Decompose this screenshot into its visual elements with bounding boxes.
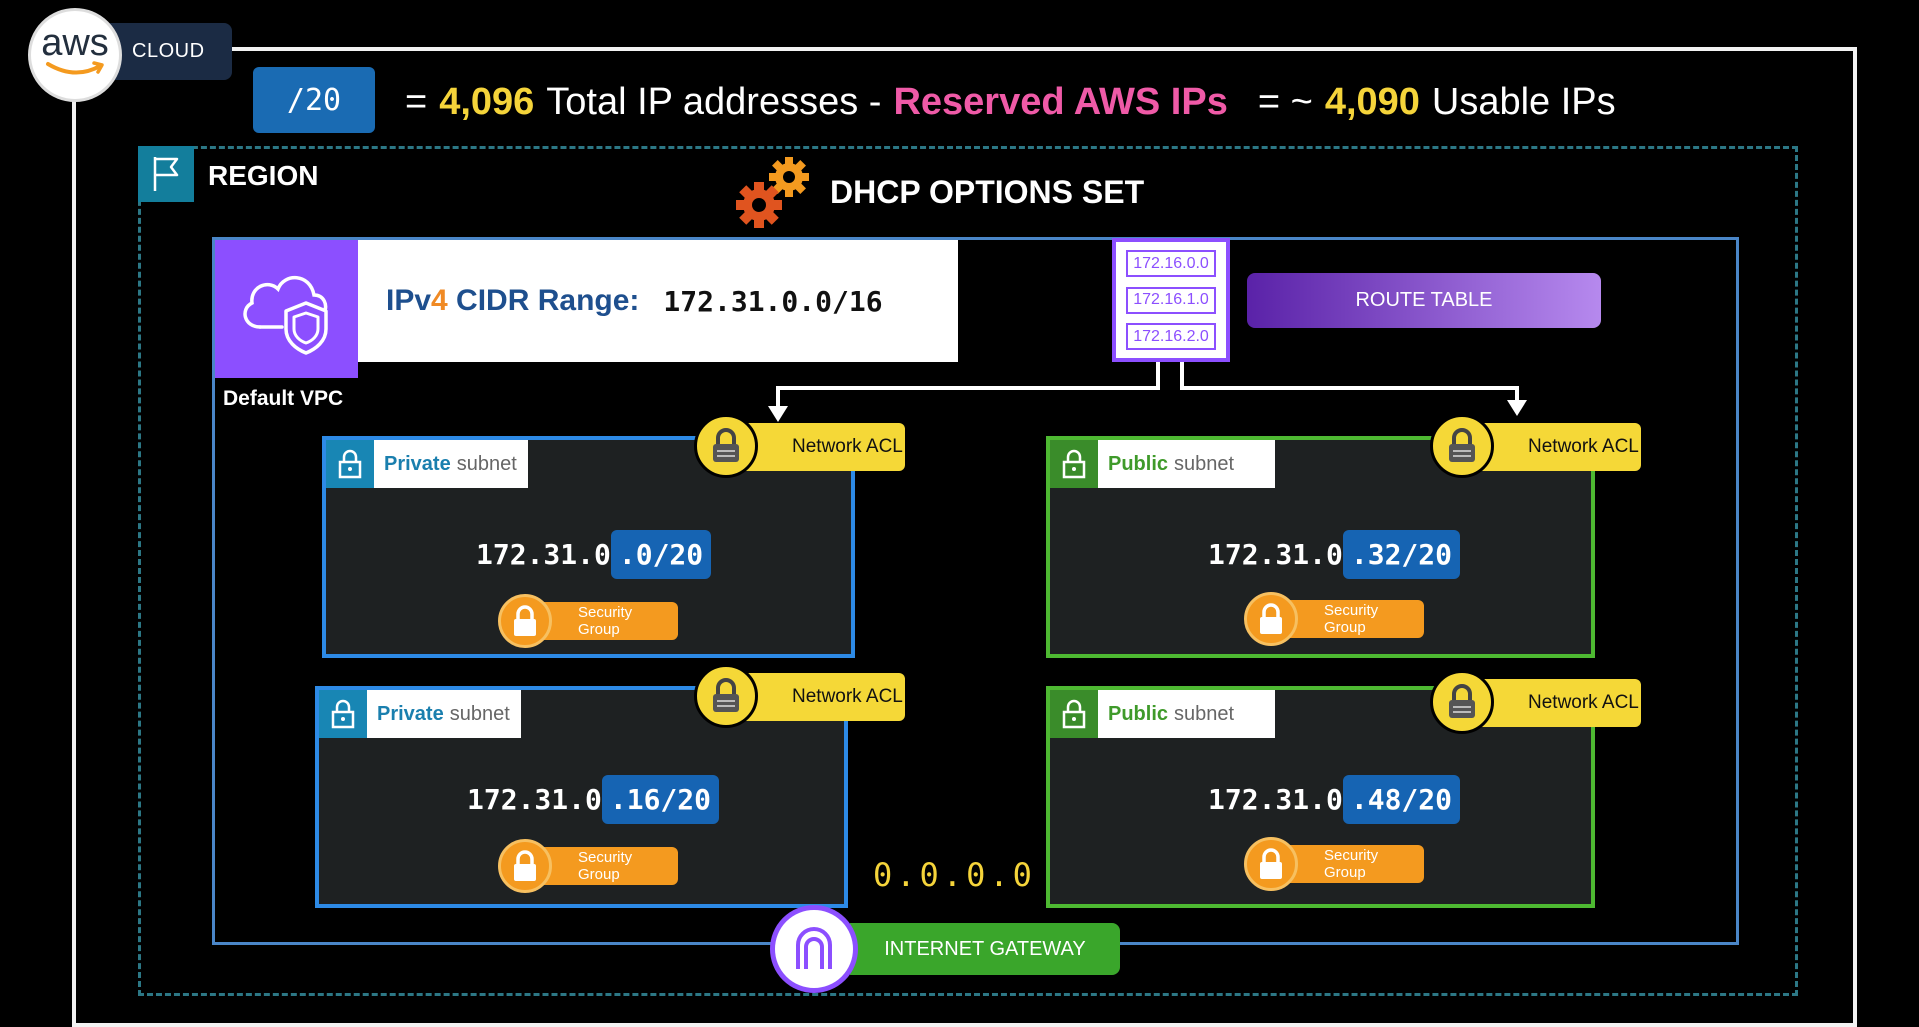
subnet-word: subnet [456,452,517,475]
subnet-tab: Private subnet [319,690,521,738]
public-subnet-1: Public subnet [1046,436,1595,658]
usable-ip-label: Usable IPs [1431,80,1616,123]
cidr-label-suffix: CIDR Range: [447,284,640,317]
security-group-label: Security Group [578,849,633,883]
subnet-word: subnet [1174,452,1235,475]
total-ip-label: Total IP addresses - [546,80,882,123]
lock-icon [319,690,367,738]
subnet-mask-badge: /20 [253,67,375,133]
region-container [138,146,1798,996]
route-arrows [768,362,1527,422]
network-acl-label: Network ACL [792,686,903,707]
security-group-label: Security Group [578,604,633,638]
padlock-icon [498,839,552,893]
ip-host-part: .16/20 [601,775,720,824]
cidr-label-prefix: IPv [386,284,432,317]
subnet-tab: Private subnet [326,440,528,488]
security-group-label: Security Group [1324,847,1379,881]
region-label: REGION [208,160,319,191]
cidr-label: IPv4 CIDR Range: [386,284,639,318]
subnet-type: Public [1108,452,1169,475]
subnet-cidr: 172.31.0.16/20 [467,775,720,824]
default-route-label: 0.0.0.0 [873,856,1036,894]
ip-host-part: .48/20 [1342,775,1461,824]
usable-ip-count: 4,090 [1324,80,1420,123]
equation-equals: = [405,80,428,123]
padlock-icon [1244,592,1298,646]
route-row: 172.16.2.0 [1126,323,1216,350]
ip-network-part: 172.31.0 [476,538,611,571]
aws-logo-text: aws [41,22,109,64]
subnet-tab: Public subnet [1050,440,1275,488]
aws-logo: aws [28,8,122,102]
network-acl-label: Network ACL [792,436,903,457]
security-group-label: Security Group [1324,602,1379,636]
reserved-ips-label: Reserved AWS IPs [893,80,1228,123]
cidr-label-four: 4 [431,284,448,317]
region-flag-icon [138,146,194,202]
nacl-padlock-icon [694,664,758,728]
ip-network-part: 172.31.0 [467,783,602,816]
internet-gateway-icon [770,905,858,993]
nacl-padlock-icon [1430,670,1494,734]
subnet-type: Public [1108,702,1169,725]
ip-host-part: .32/20 [1342,530,1461,579]
aws-cloud-pill: CLOUD [100,23,232,80]
total-ip-count: 4,096 [439,80,535,123]
padlock-icon [498,594,552,648]
subnet-word: subnet [1174,702,1235,725]
subnet-type: Private [384,452,451,475]
lock-icon [1050,440,1098,488]
equation-approx: = ~ [1257,80,1313,123]
aws-smile-icon [46,61,104,75]
subnet-cidr: 172.31.0.48/20 [1208,775,1461,824]
ip-network-part: 172.31.0 [1208,538,1343,571]
subnet-tab: Public subnet [1050,690,1275,738]
cidr-value: 172.31.0.0/16 [663,284,883,318]
vpc-cloud-shield-icon [215,240,358,378]
network-acl-label: Network ACL [1528,436,1639,457]
route-row: 172.16.0.0 [1126,250,1216,277]
ip-host-part: .0/20 [610,530,712,579]
padlock-icon [1244,837,1298,891]
nacl-padlock-icon [694,414,758,478]
subnet-type: Private [377,702,444,725]
internet-gateway-label: INTERNET GATEWAY [850,923,1120,975]
dhcp-options-label: DHCP OPTIONS SET [830,174,1145,210]
ip-equation: = 4,096 Total IP addresses - Reserved AW… [405,72,1616,132]
gears-icon [735,155,815,235]
subnet-word: subnet [449,702,510,725]
network-acl-label: Network ACL [1528,692,1639,713]
vpc-label: Default VPC [223,387,344,410]
subnet-cidr: 172.31.0.0/20 [476,530,712,579]
route-table-icon: 172.16.0.0 172.16.1.0 172.16.2.0 [1112,238,1230,362]
lock-icon [326,440,374,488]
subnet-cidr: 172.31.0.32/20 [1208,530,1461,579]
lock-icon [1050,690,1098,738]
route-row: 172.16.1.0 [1126,286,1216,314]
route-table-label: ROUTE TABLE [1247,273,1601,328]
nacl-padlock-icon [1430,414,1494,478]
cidr-panel: IPv4 CIDR Range: 172.31.0.0/16 [358,240,958,362]
aws-cloud-label: CLOUD [132,40,205,62]
ip-network-part: 172.31.0 [1208,783,1343,816]
